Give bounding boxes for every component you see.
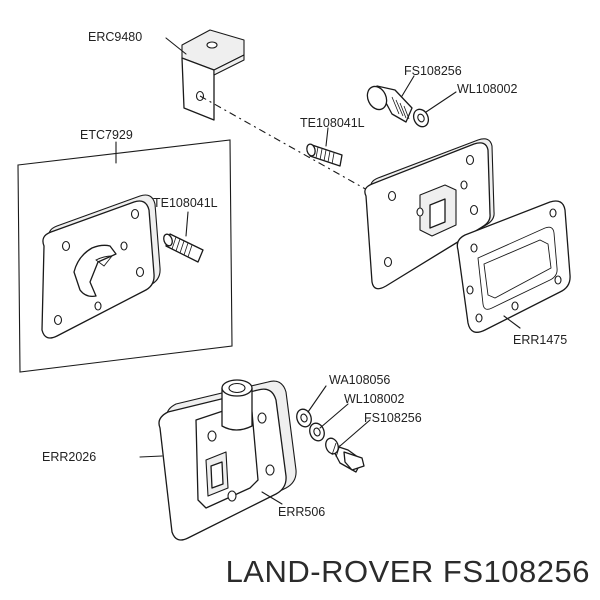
stud-te108041l-box: [163, 233, 204, 263]
washer-wa108056: [296, 408, 312, 428]
bracket-erc9480: [181, 29, 245, 121]
label-err1475: ERR1475: [513, 333, 567, 347]
cover-plate: [364, 138, 495, 290]
brand-caption: LAND-ROVER FS108256: [226, 554, 590, 589]
label-wl108002-bottom: WL108002: [344, 392, 405, 406]
kit-plate: [41, 194, 161, 339]
label-te108041l-top: TE108041L: [300, 116, 365, 130]
label-err2026: ERR2026: [42, 450, 96, 464]
bolt-fs108256-top: [366, 85, 413, 123]
label-erc9480: ERC9480: [88, 30, 142, 44]
bolt-fs108256-bottom: [325, 437, 365, 473]
leader-lines: [115, 37, 521, 505]
housing-port: [221, 379, 253, 431]
washer-wl108002-top: [412, 108, 430, 128]
label-err506: ERR506: [278, 505, 325, 519]
kit-box-etc7929: [17, 139, 233, 373]
label-fs108256-bottom: FS108256: [364, 411, 422, 425]
label-etc7929: ETC7929: [80, 128, 133, 142]
label-te108041l-box: TE108041L: [153, 196, 218, 210]
label-fs108256-top: FS108256: [404, 64, 462, 78]
label-wa108056: WA108056: [329, 373, 390, 387]
gasket-err1475: [456, 200, 571, 333]
stud-te108041l-top: [306, 143, 343, 167]
label-wl108002-top: WL108002: [457, 82, 518, 96]
assembly-axis-line: [199, 95, 386, 201]
housing-err2026: [158, 380, 297, 541]
